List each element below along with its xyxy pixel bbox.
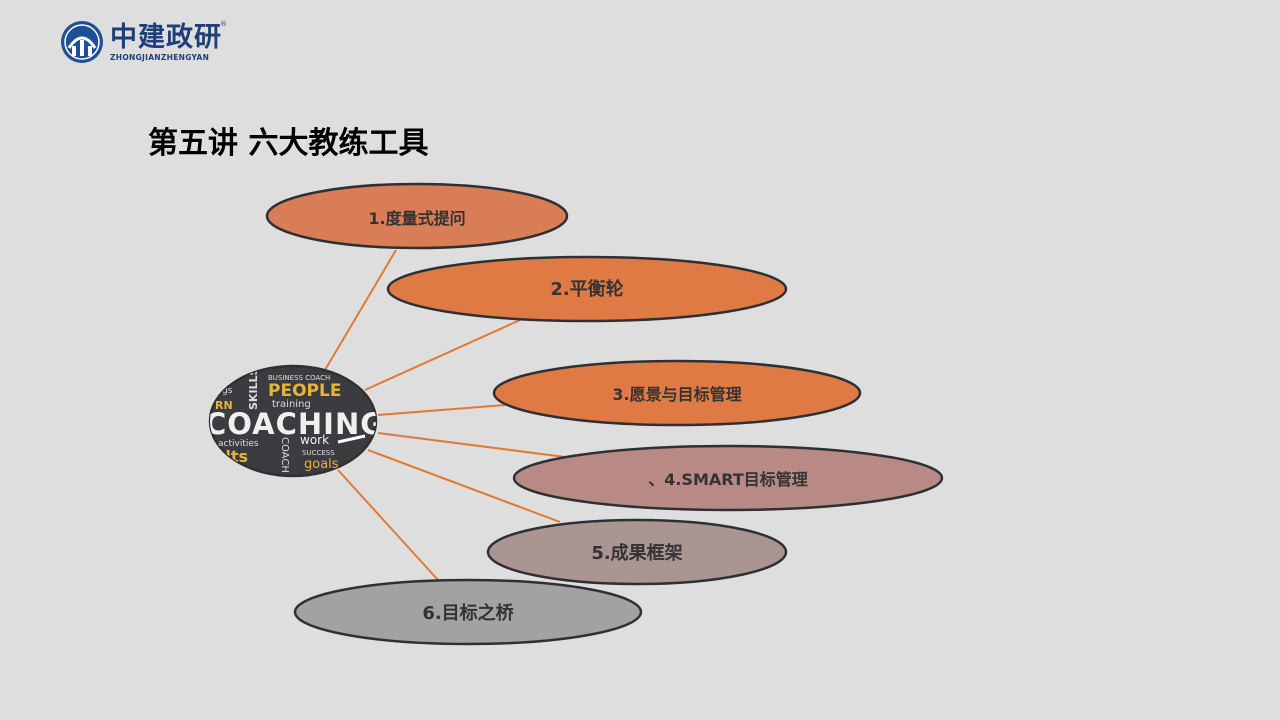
word-rn: RN	[215, 399, 233, 412]
word-coaching: COACHING	[205, 407, 385, 441]
chalk-stroke	[337, 434, 366, 444]
word-ess: ess	[222, 464, 237, 474]
coaching-word-cloud-image: BUSINESS COACH PEOPLE training gs RN SKI…	[205, 364, 385, 478]
word-activities: activities	[218, 439, 259, 449]
tool-label-6: 6.目标之桥	[422, 603, 514, 624]
tool-label-5: 5.成果框架	[591, 543, 683, 564]
connector-1	[324, 249, 397, 371]
tool-ellipse-4	[512, 444, 944, 512]
word-work: work	[300, 433, 329, 447]
slide-title: 第五讲 六大教练工具	[148, 126, 429, 161]
connector-6	[337, 469, 439, 581]
logo-name-cn: 中建政研	[110, 22, 222, 53]
word-training: training	[272, 399, 311, 410]
tool-label-2: 2.平衡轮	[550, 279, 624, 300]
connector-2	[364, 319, 521, 391]
company-logo: 中建政研 ZHONGJIANZHENGYAN ®	[60, 18, 240, 66]
tool-ellipse-1	[265, 182, 569, 250]
tool-label-4: 、4.SMART目标管理	[648, 470, 808, 489]
word-people: PEOPLE	[268, 381, 341, 401]
connector-4	[377, 432, 566, 458]
connector-lines	[324, 249, 566, 581]
tool-label-3: 3.愿景与目标管理	[612, 385, 742, 404]
word-gs: gs	[222, 386, 233, 396]
tool-ellipses	[265, 182, 944, 646]
word-ults: ults	[214, 447, 248, 466]
tool-ellipse-3	[492, 359, 862, 427]
logo-emblem-icon	[61, 21, 103, 63]
connector-3	[377, 404, 506, 416]
tool-ellipse-5	[486, 518, 788, 586]
tool-label-1: 1.度量式提问	[368, 209, 466, 228]
word-goals: goals	[304, 457, 339, 472]
word-skills: SKILLS	[247, 367, 260, 410]
logo-name-en: ZHONGJIANZHENGYAN	[110, 53, 210, 62]
connector-5	[367, 449, 561, 523]
tool-ellipse-6	[293, 578, 643, 646]
word-business-coach: BUSINESS COACH	[268, 374, 330, 382]
logo-registered-mark: ®	[220, 20, 227, 28]
word-success: SUCCESS	[302, 449, 335, 457]
word-coach: COACH	[279, 437, 290, 473]
tool-ellipse-2	[386, 255, 788, 323]
